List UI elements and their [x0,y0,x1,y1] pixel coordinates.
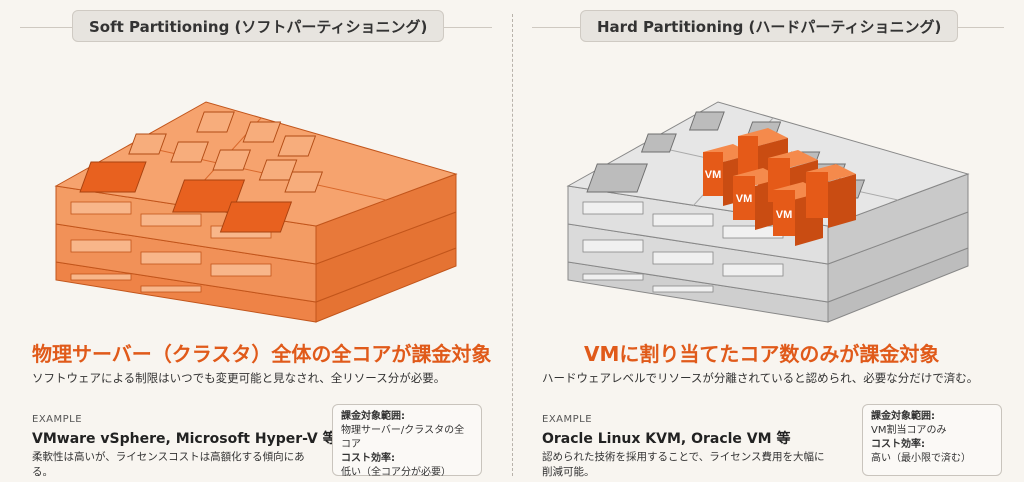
hard-cost-value: 高い（最小限で済む） [871,453,971,464]
vm-block [806,164,856,228]
hard-info-box: 課金対象範囲: VM割当コアのみ コスト効率: 高い（最小限で済む） [862,404,1002,476]
hard-example-note-line-2: 削減可能。 [542,466,595,478]
cpu-chips [128,111,324,193]
hard-example-label: EXAMPLE [542,414,593,425]
hard-headline: VMに割り当てたコア数のみが課金対象 [584,342,940,366]
hard-cost-key: コスト効率: [871,439,925,450]
soft-scope-key: 課金対象範囲: [341,411,405,422]
vm-label: VM [705,169,722,181]
soft-headline: 物理サーバー（クラスタ）全体の全コアが課金対象 [32,342,492,366]
soft-subtext: ソフトウェアによる制限はいつでも変更可能と見なされ、全リソース分が必要。 [32,371,446,385]
hard-scope-key: 課金対象範囲: [871,411,935,422]
vm-label: VM [736,193,753,205]
soft-example-note: 柔軟性は高いが、ライセンスコストは高額化する傾向にある。 [32,451,305,478]
hard-partitioning-title: Hard Partitioning (ハードパーティショニング) [580,10,959,42]
hard-partitioning-server-illustration: VM VM VM [566,101,970,323]
rack-bays-gray [582,201,784,293]
vm-blocks: VM VM VM [703,128,856,246]
soft-info-box: 課金対象範囲: 物理サーバー/クラスタの全コア コスト効率: 低い（全コア分が必… [332,404,482,478]
center-divider [512,14,513,476]
soft-cost-value: 低い（全コア分が必要） [341,467,451,478]
hard-subtext: ハードウェアレベルでリソースが分離されていると認められ、必要な分だけで済む。 [542,371,979,385]
rack-bays [70,201,272,293]
soft-cost-key: コスト効率: [341,453,395,464]
soft-example-label: EXAMPLE [32,414,83,425]
soft-partitioning-server-illustration [54,101,458,323]
hard-scope-value: VM割当コアのみ [871,425,947,436]
hard-example-note-line-1: 認められた技術を採用することで、ライセンス費用を大幅に [542,451,825,463]
soft-partitioning-title: Soft Partitioning (ソフトパーティショニング) [72,10,445,42]
vm-label: VM [776,209,793,221]
hard-example-note: 認められた技術を採用することで、ライセンス費用を大幅に 削減可能。 [542,450,842,480]
soft-example-title: VMware vSphere, Microsoft Hyper-V 等 [32,431,337,447]
hard-example-title: Oracle Linux KVM, Oracle VM 等 [542,431,791,447]
large-cpu-chips [79,161,293,233]
soft-scope-value: 物理サーバー/クラスタの全コア [341,425,465,450]
